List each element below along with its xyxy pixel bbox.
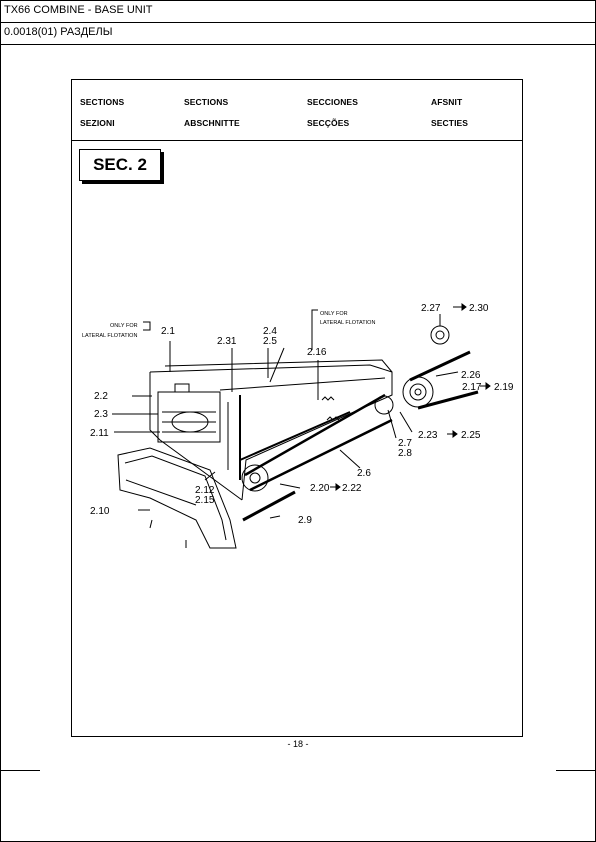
guard-frame xyxy=(117,447,237,549)
note-lateral-left-2: LATERAL FLOTATION xyxy=(82,333,137,339)
header-subtitle-row: 0.0018(01) РАЗДЕЛЫ xyxy=(0,22,596,45)
leader-line xyxy=(435,371,459,377)
front-pulley xyxy=(241,464,269,492)
note-lateral-right-2: LATERAL FLOTATION xyxy=(320,320,375,326)
guard-legs xyxy=(149,519,187,548)
section-label: AFSNIT xyxy=(431,97,463,107)
leader-line xyxy=(269,515,281,519)
callout-2-15: 2.15 xyxy=(195,495,215,506)
rotor-housing xyxy=(157,391,221,443)
frame-outline xyxy=(149,364,393,501)
spring xyxy=(326,416,340,421)
callout-2-31: 2.31 xyxy=(217,336,237,347)
frame-left-edge xyxy=(149,372,243,501)
callout-2-1: 2.1 xyxy=(161,326,175,337)
callout-2-11: 2.11 xyxy=(90,428,109,439)
callout-2-8: 2.8 xyxy=(398,448,412,459)
callout-2-22: 2.22 xyxy=(342,483,362,494)
idler-pulley xyxy=(374,395,394,415)
diagram-frame: SECTIONS SECTIONS SECCIONES AFSNIT SEZIO… xyxy=(71,79,523,737)
header-title-row: TX66 COMBINE - BASE UNIT xyxy=(0,0,596,23)
callout-2-30: 2.30 xyxy=(469,303,489,314)
leader-line xyxy=(387,409,397,439)
note-lateral-right-1: ONLY FOR xyxy=(320,311,348,317)
upper-belt-2 xyxy=(417,390,479,410)
machine-drawing xyxy=(112,303,491,549)
section-label: ABSCHNITTE xyxy=(184,118,240,128)
bracket xyxy=(143,321,151,331)
secondary-belt xyxy=(239,411,351,461)
guard-inner xyxy=(124,455,227,541)
callout-2-10: 2.10 xyxy=(90,506,110,517)
frame-top-rail xyxy=(164,359,393,373)
callout-2-3: 2.3 xyxy=(94,409,108,420)
nameplate xyxy=(174,383,190,393)
section-label: SEZIONI xyxy=(80,118,115,128)
section-label: SECTIONS xyxy=(80,97,125,107)
footer-rule-left xyxy=(0,770,40,771)
leader-line xyxy=(399,411,413,433)
callout-2-27: 2.27 xyxy=(421,303,441,314)
page-number: - 18 - xyxy=(287,739,309,749)
bracket xyxy=(311,309,318,350)
section-label: SECTIES xyxy=(431,118,469,128)
footer-rule-right xyxy=(556,770,596,771)
callout-2-17: 2.17 xyxy=(462,382,482,393)
leader-line xyxy=(279,483,301,489)
shaft xyxy=(242,490,296,522)
upper-belt xyxy=(409,350,471,382)
callout-2-16: 2.16 xyxy=(307,347,327,358)
section-label: SECÇÕES xyxy=(307,118,350,128)
callout-2-6: 2.6 xyxy=(357,468,371,479)
section-label: SECCIONES xyxy=(307,97,358,107)
header-title: TX66 COMBINE - BASE UNIT xyxy=(4,4,153,16)
callout-2-20: 2.20 xyxy=(310,483,330,494)
leader-line xyxy=(339,449,361,469)
sections-header: SECTIONS SECTIONS SECCIONES AFSNIT SEZIO… xyxy=(72,80,522,141)
main-belt-bottom xyxy=(249,418,393,492)
callout-2-4: 2.4 xyxy=(263,326,277,337)
callout-2-9: 2.9 xyxy=(298,515,312,526)
callout-2-2: 2.2 xyxy=(94,391,108,402)
main-belt-top xyxy=(244,393,386,477)
leader-line xyxy=(269,347,285,383)
callout-2-25: 2.25 xyxy=(461,430,481,441)
section-label: SECTIONS xyxy=(184,97,229,107)
callout-2-5: 2.5 xyxy=(263,336,277,347)
callout-2-26: 2.26 xyxy=(461,370,481,381)
header-subtitle: 0.0018(01) РАЗДЕЛЫ xyxy=(4,26,113,38)
callout-2-23: 2.23 xyxy=(418,430,438,441)
callout-2-19: 2.19 xyxy=(494,382,514,393)
drive-pulley xyxy=(402,376,434,408)
note-lateral-left-1: ONLY FOR xyxy=(110,323,138,329)
callout-2-12: 2.12 xyxy=(195,485,215,496)
leader-line xyxy=(204,471,216,481)
small-pulley xyxy=(430,325,450,345)
frame-inner-rail xyxy=(219,377,386,391)
section-title-box: SEC. 2 xyxy=(79,149,161,181)
callout-2-7: 2.7 xyxy=(398,438,412,449)
